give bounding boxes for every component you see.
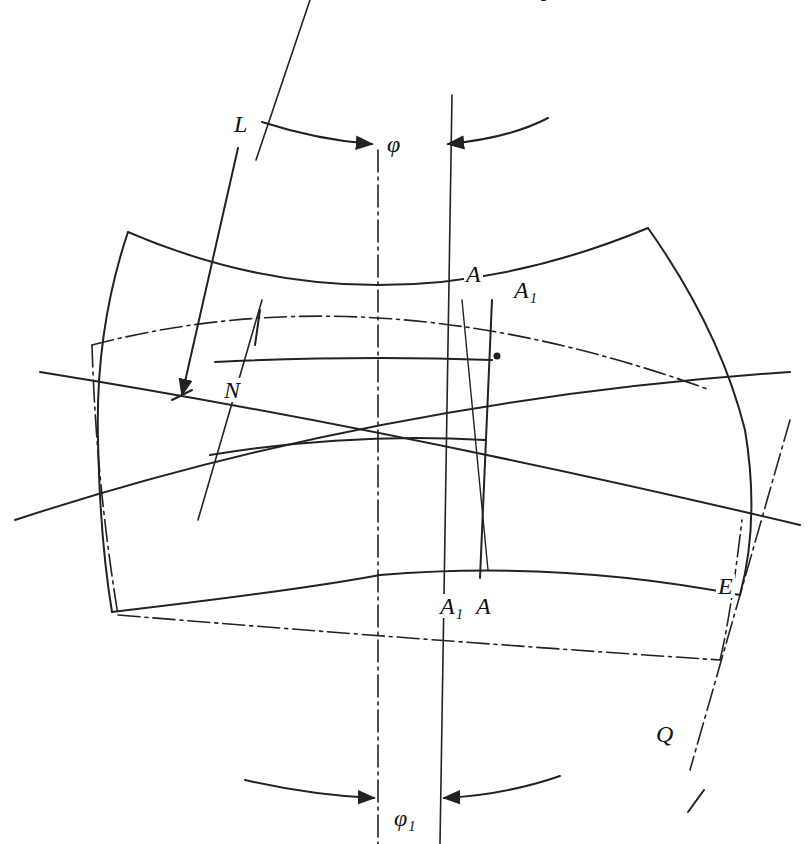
point-label: E xyxy=(716,574,735,598)
point-label: A xyxy=(464,262,483,286)
point-label: A₁ xyxy=(438,594,465,618)
point-label: φ xyxy=(385,132,402,156)
point-label: Q xyxy=(654,722,675,746)
point-label: A₁ xyxy=(512,278,539,302)
point-label: L xyxy=(232,112,249,136)
point-label: A xyxy=(474,594,493,618)
point-label: φ₁ xyxy=(392,806,418,830)
point-label: N xyxy=(222,378,242,402)
